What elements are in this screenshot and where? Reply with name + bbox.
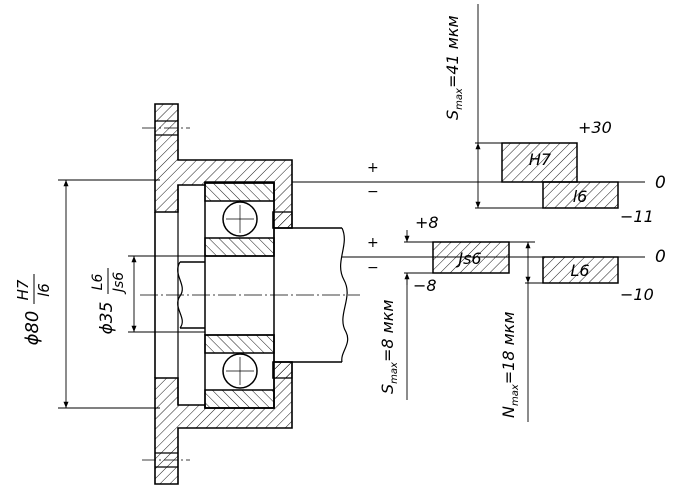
inner-hole-fit: Js6 — [111, 272, 127, 295]
outer-smax-symbol: Smax=41 мкм — [443, 15, 465, 120]
inner-field-js6 — [432, 241, 510, 274]
outer-field-l6 — [542, 181, 619, 209]
outer-hole-fit: H7 — [14, 279, 32, 300]
shaft-break-left — [177, 261, 183, 329]
outer-diameter-value: ϕ80 — [22, 311, 43, 346]
inner-upper-deviation: +8 — [415, 213, 439, 232]
outer-field-h7 — [501, 142, 578, 183]
inner-plus-sign: + — [367, 235, 379, 251]
inner-shaft-fit: L6 — [90, 274, 106, 291]
bearing-lower — [204, 334, 275, 409]
dimension-lines — [58, 179, 205, 409]
housing — [154, 103, 293, 485]
outer-field-l6-label: l6 — [573, 187, 588, 206]
shaft-break-right — [339, 227, 349, 363]
inner-diameter-value: ϕ35 — [97, 302, 117, 335]
flange-holes — [142, 127, 190, 461]
outer-plus-sign: + — [367, 160, 379, 176]
inner-minus-sign: − — [367, 260, 379, 276]
outer-lower-deviation: −11 — [620, 207, 654, 226]
outer-upper-deviation: +30 — [578, 118, 612, 137]
housing-lower-section — [154, 361, 293, 485]
inner-right-lower-deviation: −10 — [620, 285, 654, 304]
inner-diameter-label: ϕ35 L6 Js6 — [90, 268, 127, 334]
inner-field-l6 — [542, 256, 619, 284]
inner-field-js6-label: Js6 — [455, 249, 481, 268]
outer-tolerance-diagram: H7 l6 + − +30 0 −11 Smax=41 мкм — [292, 4, 666, 226]
bearing-upper — [204, 182, 275, 257]
inner-lower-deviation: −8 — [413, 276, 437, 295]
outer-field-h7-label: H7 — [529, 150, 552, 169]
inner-tolerance-diagram: Js6 L6 + − +8 −8 0 −10 Smax=8 мкм Nmax=1… — [342, 213, 666, 422]
inner-field-l6-label: L6 — [570, 261, 589, 280]
outer-minus-sign: − — [367, 184, 379, 200]
inner-smax-symbol: Smax=8 мкм — [378, 300, 400, 394]
housing-upper-section — [154, 103, 293, 229]
inner-zero-label: 0 — [655, 247, 666, 267]
inner-nmax-symbol: Nmax=18 мкм — [499, 312, 521, 418]
outer-shaft-fit: l6 — [35, 283, 53, 297]
outer-diameter-label: ϕ80 H7 l6 — [14, 274, 53, 345]
outer-zero-label: 0 — [655, 173, 666, 193]
